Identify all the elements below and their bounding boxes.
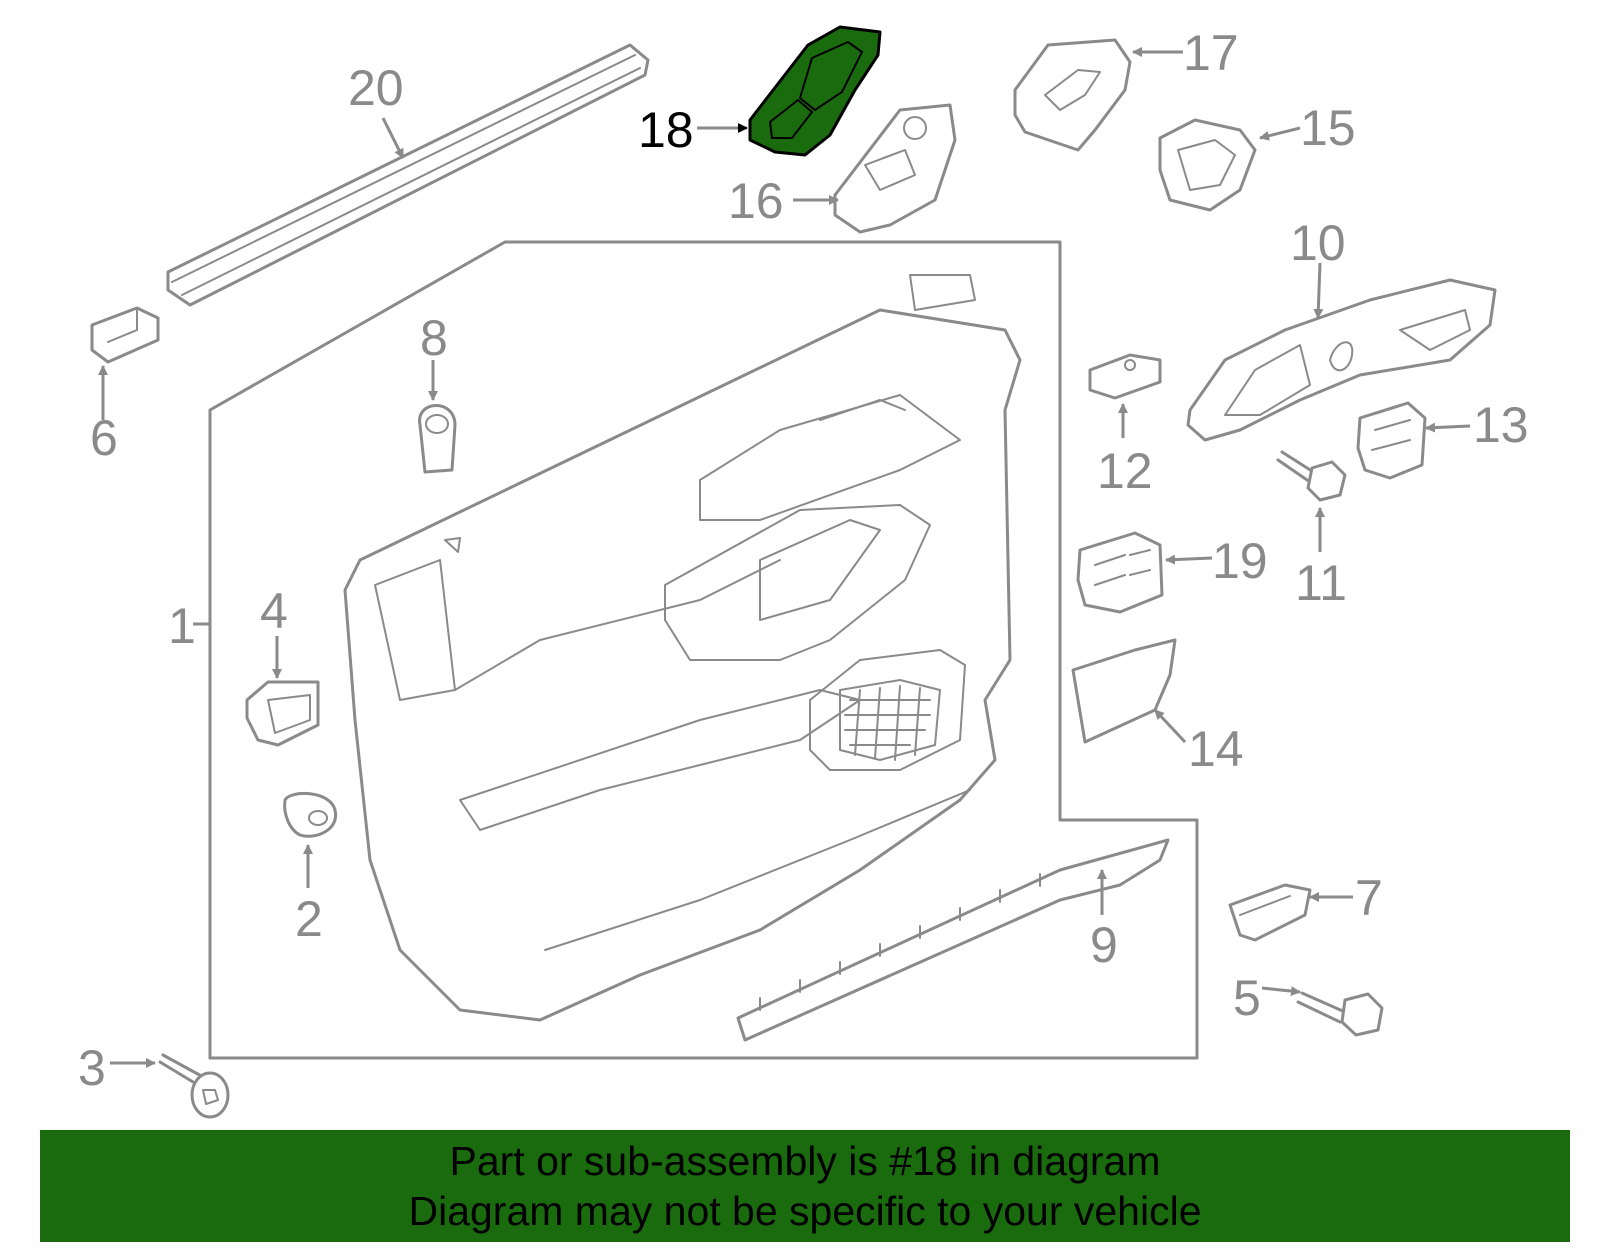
callout-12: 12 [1097,443,1153,499]
part-6-clip [90,306,160,364]
callout-17: 17 [1183,25,1239,81]
part-7-clip [1228,883,1312,942]
callout-7: 7 [1355,870,1383,926]
info-banner: Part or sub-assembly is #18 in diagram D… [40,1130,1570,1242]
callout-1: 1 [168,598,196,654]
callout-8: 8 [420,310,448,366]
part-2-push-pin [283,791,338,838]
part-17-door-handle [1013,38,1132,152]
callout-4: 4 [260,583,288,639]
part-10-handle-bezel [1186,278,1497,442]
callout-10: 10 [1290,215,1346,271]
part-16-switch-base [833,103,957,234]
part-15-lock-actuator [1158,118,1257,212]
callout-15: 15 [1300,100,1356,156]
part-18-switch-bezel [748,25,882,157]
callout-11: 11 [1295,555,1347,611]
part-1-outline [208,240,1199,1060]
part-14-speaker-cover [1071,638,1177,744]
part-11-screw [1276,450,1347,502]
door-trim-panel [343,274,1022,1022]
callout-6: 6 [90,410,118,466]
callout-2: 2 [295,891,323,947]
callout-5: 5 [1233,970,1261,1026]
part-12-cover [1088,353,1162,400]
leader-lines [98,47,1471,1068]
callout-19: 19 [1212,533,1268,589]
part-20-belt-strip [166,43,650,307]
part-4-bracket [245,680,320,747]
part-13-switch [1356,401,1427,480]
callout-16: 16 [728,173,784,229]
part-19-window-switch [1076,531,1164,614]
callout-14: 14 [1188,721,1244,777]
callout-20: 20 [348,60,404,116]
banner-line-1: Part or sub-assembly is #18 in diagram [449,1138,1161,1184]
callout-13: 13 [1473,397,1529,453]
part-8-grommet [418,404,457,474]
part-5-screw [1296,991,1384,1037]
part-9-lower-strip [736,838,1170,1042]
part-3-screw [158,1053,230,1119]
callout-labels: 20 17 18 16 15 10 6 8 12 13 11 19 4 1 14… [78,25,1529,1096]
callout-9: 9 [1090,917,1118,973]
callout-3: 3 [78,1040,106,1096]
banner-line-2: Diagram may not be specific to your vehi… [408,1188,1202,1234]
callout-18: 18 [638,102,694,158]
